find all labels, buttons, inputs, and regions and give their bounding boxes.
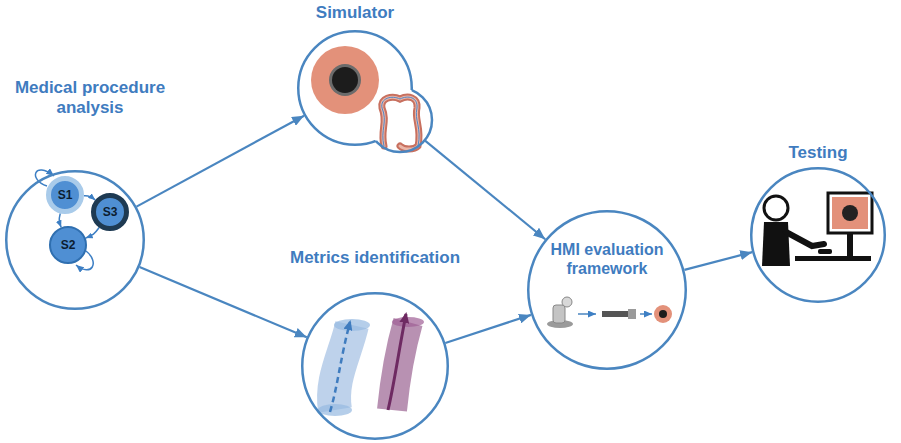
stage-circle-outline — [301, 292, 449, 440]
screen-lumen — [842, 205, 858, 221]
user-body — [762, 222, 790, 266]
monitor-screen — [832, 197, 868, 229]
state-circle: S3 — [91, 193, 129, 231]
stage-outline — [528, 211, 686, 369]
stage-circle-outline — [527, 210, 687, 370]
tube-end — [318, 404, 352, 416]
reference-tube — [334, 325, 352, 410]
stage-title: Metrics identification — [275, 248, 475, 268]
state-shape — [50, 227, 86, 263]
stage-title: Testing — [738, 143, 898, 163]
monitor-stand — [847, 233, 853, 256]
flow-arrow — [137, 116, 305, 207]
desk — [795, 256, 871, 261]
endoscope-tip — [628, 309, 636, 319]
icon-arrow — [578, 313, 596, 315]
flow-arrow — [140, 267, 307, 337]
user-arm — [786, 232, 824, 246]
tube-end — [334, 319, 370, 331]
stage-title: Simulator — [275, 3, 435, 23]
lumen-disc — [311, 46, 379, 114]
stage-cloud: Simulator — [297, 30, 413, 146]
stage-outline — [6, 171, 144, 309]
state-label: S3 — [91, 193, 129, 231]
actual-trajectory — [388, 314, 406, 410]
stage-outline — [302, 293, 448, 439]
colon-inner — [382, 97, 419, 149]
stage-circle: Testing — [750, 167, 886, 303]
stage-title: HMI evaluation framework — [537, 240, 677, 278]
view-hole — [659, 310, 667, 318]
flow-arrow — [84, 196, 95, 200]
input-device — [818, 249, 832, 254]
stage-circle: Metrics identification — [301, 292, 449, 440]
stage-circle-outline — [750, 167, 886, 303]
state-label: S1 — [46, 176, 84, 214]
colon-outline — [382, 97, 419, 149]
flow-arrow — [425, 140, 545, 239]
user-head — [764, 196, 788, 220]
stage-outline — [751, 168, 885, 302]
stage-cloud-outline — [297, 30, 413, 146]
stage-circle: HMI evaluation framework — [527, 210, 687, 370]
haptic-stylus — [562, 297, 572, 307]
stage-outline-bump — [368, 88, 432, 152]
flow-arrow — [445, 315, 531, 343]
lumen-ring — [329, 64, 361, 96]
lumen-hole — [332, 67, 358, 93]
flow-arrow — [86, 228, 99, 239]
monitor — [828, 193, 872, 233]
state-circle: S2 — [49, 226, 87, 264]
reference-trajectory — [330, 322, 350, 412]
state-label: S2 — [49, 226, 87, 264]
actual-tube — [392, 322, 408, 410]
colon-path — [382, 97, 419, 146]
flow-arrow — [684, 252, 752, 270]
haptic-body — [553, 305, 565, 323]
stage-circle: Medical procedure analysisS1S2S3 — [5, 170, 145, 310]
flow-arrow — [59, 213, 61, 227]
view-icon — [654, 305, 672, 323]
state-circle: S1 — [46, 176, 84, 214]
stage-outline — [298, 31, 412, 145]
endoscope-tool — [602, 311, 628, 317]
stage-title: Medical procedure analysis — [5, 78, 175, 119]
tube-end — [392, 317, 424, 327]
icon-arrow — [640, 313, 652, 315]
